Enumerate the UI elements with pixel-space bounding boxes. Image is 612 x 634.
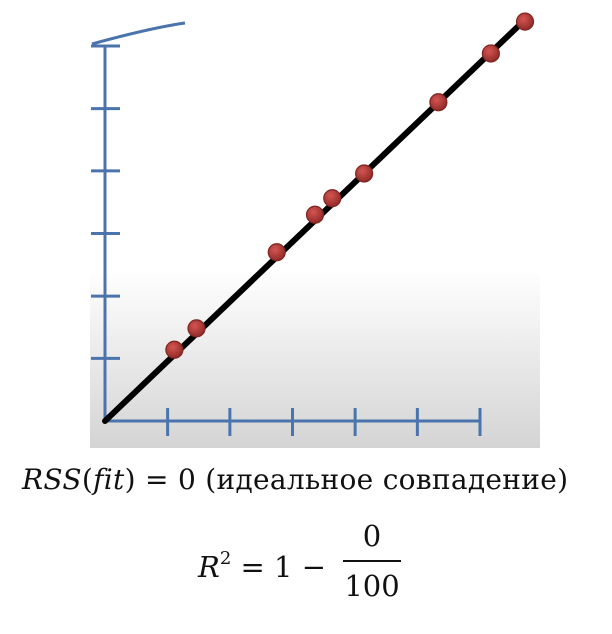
rss-fit-label: fit [93, 463, 125, 496]
data-point-3 [267, 243, 286, 262]
r-exponent: 2 [219, 548, 232, 569]
fraction: 0 100 [343, 520, 401, 602]
data-point-4 [305, 205, 325, 224]
data-points [165, 12, 535, 359]
r-squared-rhs: = 1 − [231, 550, 327, 584]
rss-paren-open: ( [81, 463, 94, 496]
fraction-denominator: 100 [344, 569, 400, 603]
x-axis [105, 408, 482, 436]
rss-paren-close: ) [124, 463, 136, 496]
data-point-5 [323, 189, 342, 208]
clipped-curve-fragment [91, 21, 186, 46]
data-point-7 [429, 93, 448, 112]
fraction-bar [343, 560, 401, 562]
data-point-6 [355, 164, 374, 183]
fraction-numerator: 0 [362, 519, 382, 553]
rss-result: = 0 (идеальное совпадение) [135, 463, 569, 496]
data-point-2 [187, 319, 206, 338]
data-point-9 [515, 12, 535, 31]
data-point-8 [481, 44, 500, 63]
r-squared-lhs: R2 = 1 − [198, 548, 326, 584]
rss-symbol: RSS [22, 463, 82, 496]
scatter-plot [90, 0, 540, 448]
y-axis [91, 44, 120, 421]
data-point-1 [165, 340, 184, 359]
r-symbol: R [198, 550, 220, 584]
rss-formula: RSS(fit) = 0 (идеальное совпадение) [22, 463, 568, 496]
